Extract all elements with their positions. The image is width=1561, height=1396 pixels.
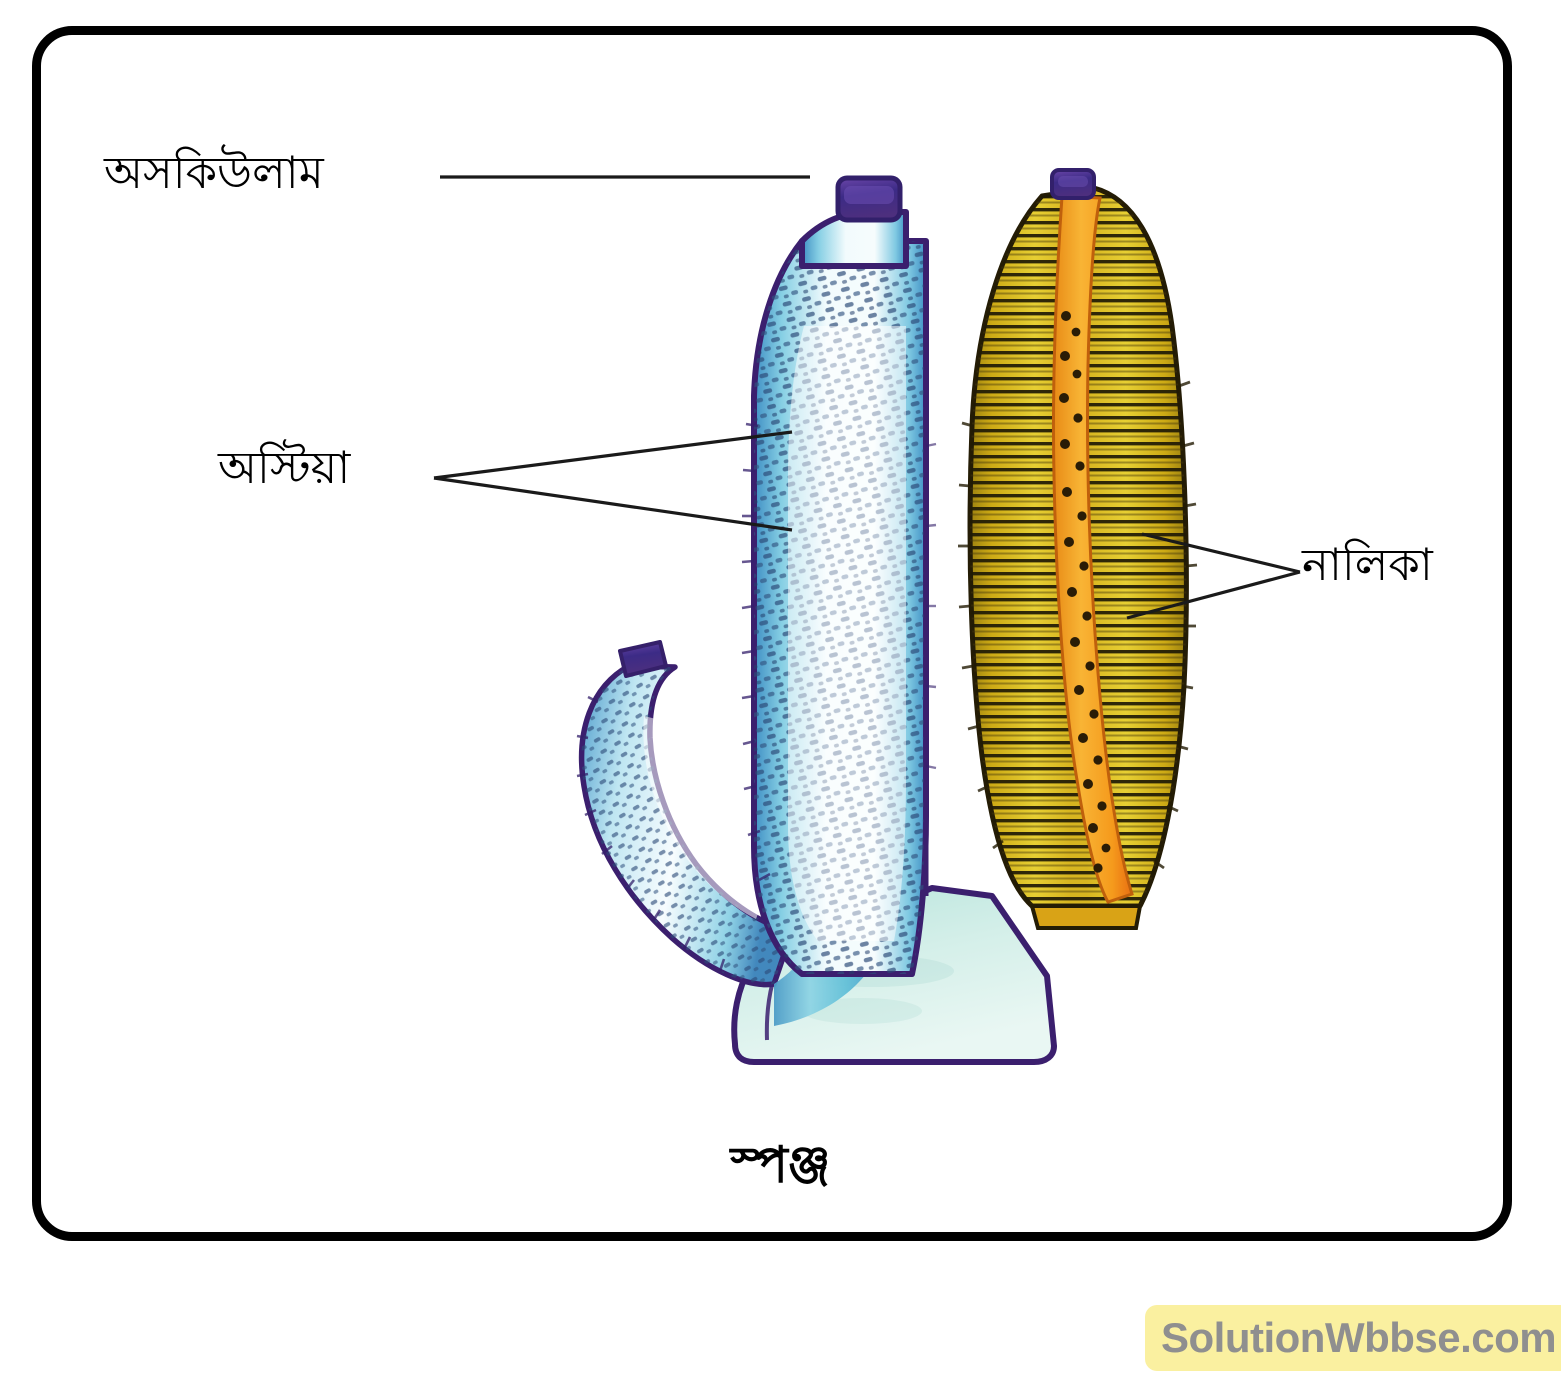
figure-frame <box>32 26 1512 1241</box>
label-canal: নালিকা <box>1302 539 1433 590</box>
label-osculum: অসকিউলাম <box>104 147 324 198</box>
figure-caption: স্পঞ্জ <box>730 1137 831 1193</box>
watermark: SolutionWbbse.com <box>1145 1305 1561 1371</box>
label-ostia: অস্টিয়া <box>218 442 351 493</box>
